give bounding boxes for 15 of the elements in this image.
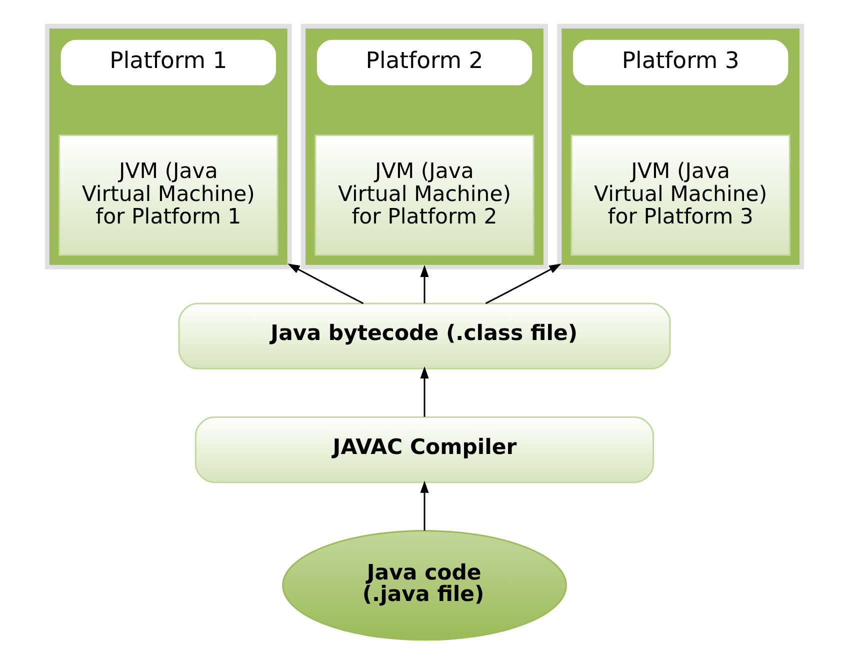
node-box: JVM (Java Virtual Machine) for Platform 3 [570,134,790,256]
arrow [420,480,429,531]
node-box: JVM (Java Virtual Machine) for Platform 1 [58,134,278,256]
arrow [420,366,429,417]
arrow [288,264,364,304]
cluster [301,24,548,270]
node-box: JAVAC Compiler [194,416,654,484]
node-box: Java bytecode (.class file) [178,302,671,370]
node-ellipse: Java code (.java file) [282,530,567,641]
cluster [44,24,292,270]
arrow [420,264,429,304]
arrow [485,264,562,304]
node-box: Platform 2 [314,36,536,88]
node-box: JVM (Java Virtual Machine) for Platform 2 [314,134,534,256]
cluster [557,24,804,270]
